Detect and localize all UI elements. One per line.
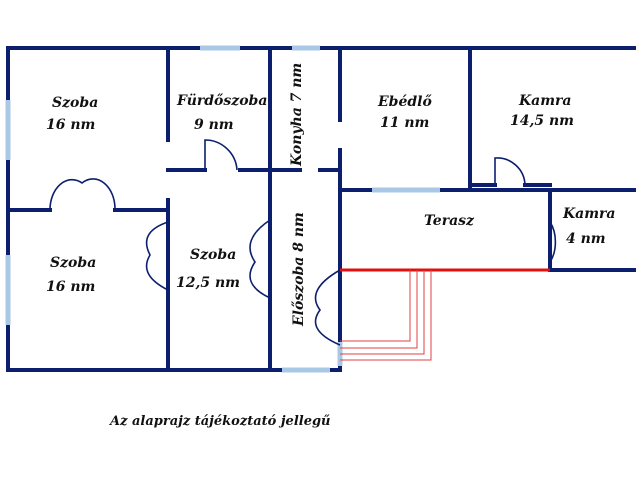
room-name-kamra-2: Kamra xyxy=(563,206,616,222)
room-area-kamra-1: 14,5 nm xyxy=(510,113,574,129)
room-area-szoba-3: 12,5 nm xyxy=(176,275,240,291)
room-name-terasz: Terasz xyxy=(424,213,474,229)
room-label-konyha: Konyha 7 nm xyxy=(289,62,305,166)
room-area-ebedlo: 11 nm xyxy=(380,115,430,131)
windows xyxy=(5,45,440,373)
terrace-steps xyxy=(340,268,550,361)
room-area-szoba-2: 16 nm xyxy=(46,279,96,295)
room-area-szoba-1: 16 nm xyxy=(46,117,96,133)
walls xyxy=(6,46,636,372)
room-name-furdoszoba: Fürdőszoba xyxy=(177,93,268,109)
room-area-furdoszoba: 9 nm xyxy=(194,117,234,133)
room-label-eloszoba: Előszoba 8 nm xyxy=(291,212,307,326)
disclaimer-note: Az alaprajz tájékoztató jellegű xyxy=(110,414,331,429)
room-name-ebedlo: Ebédlő xyxy=(378,94,432,110)
room-name-szoba-3: Szoba xyxy=(190,247,237,263)
room-area-eloszoba: 8 nm xyxy=(291,212,307,252)
room-area-konyha: 7 nm xyxy=(289,62,305,103)
room-name-szoba-1: Szoba xyxy=(52,95,99,111)
doors xyxy=(49,139,557,346)
room-name-konyha: Konyha xyxy=(289,107,305,166)
room-name-eloszoba: Előszoba xyxy=(291,256,307,326)
room-area-kamra-2: 4 nm xyxy=(566,231,606,247)
room-name-kamra-1: Kamra xyxy=(519,93,572,109)
room-name-szoba-2: Szoba xyxy=(50,255,97,271)
